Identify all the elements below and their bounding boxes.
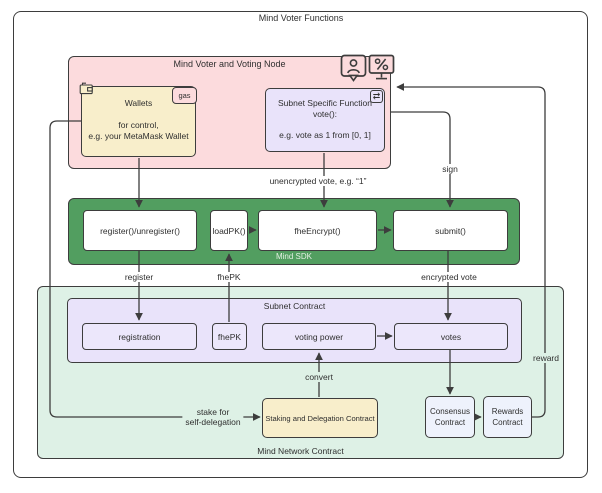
swap-arrows-icon: ⇄: [370, 90, 383, 103]
subnet-function-desc: e.g. vote as 1 from [0, 1]: [279, 130, 371, 140]
edge-label-reward: reward: [530, 353, 562, 363]
edge-label-fhepk: fhePK: [214, 272, 244, 282]
subnet-contract-title: Subnet Contract: [263, 301, 326, 311]
sdk-submit-node: submit(): [393, 210, 508, 251]
wallets-desc-2: e.g. your MetaMask Wallet: [88, 131, 189, 141]
network-contract-title: Mind Network Contract: [257, 446, 344, 456]
edge-label-encrypted-vote: encrypted vote: [418, 272, 480, 282]
sdk-title: Mind SDK: [275, 252, 312, 261]
percent-display-icon: [368, 54, 395, 80]
sdk-register-node: register()/unregister(): [83, 210, 197, 251]
voting-power-node: voting power: [262, 323, 376, 350]
consensus-node: Consensus Contract: [425, 396, 475, 438]
rewards-node: Rewards Contract: [483, 396, 532, 438]
subnet-function-node: Subnet Specific Function vote(): e.g. vo…: [265, 88, 385, 152]
wallets-title: Wallets: [124, 98, 153, 108]
subnet-function-title: Subnet Specific Function: [277, 98, 373, 108]
registration-node: registration: [82, 323, 197, 350]
edge-label-register: register: [121, 272, 157, 282]
diagram-title: Mind Voter Functions: [258, 13, 344, 23]
gas-badge: gas: [172, 87, 197, 104]
edge-label-stake: stake for self-delegation: [182, 407, 244, 427]
edge-label-convert: convert: [302, 372, 336, 382]
votes-node: votes: [394, 323, 508, 350]
staking-node: Staking and Delegation Contract: [262, 398, 378, 438]
voter-node-title: Mind Voter and Voting Node: [173, 59, 286, 69]
wallets-desc-1: for control,: [118, 120, 159, 130]
fhepk-node: fhePK: [212, 323, 247, 350]
user-message-icon: [340, 54, 367, 82]
subnet-function-subtitle: vote():: [312, 109, 338, 119]
edge-label-sign: sign: [439, 164, 461, 174]
sdk-fheencrypt-node: fheEncrypt(): [258, 210, 377, 251]
edge-label-unencrypted-vote: unencrypted vote, e.g. “1”: [266, 176, 370, 186]
sdk-loadpk-node: loadPK(): [210, 210, 248, 251]
gas-badge-label: gas: [178, 91, 191, 100]
wallet-icon: [79, 82, 93, 95]
